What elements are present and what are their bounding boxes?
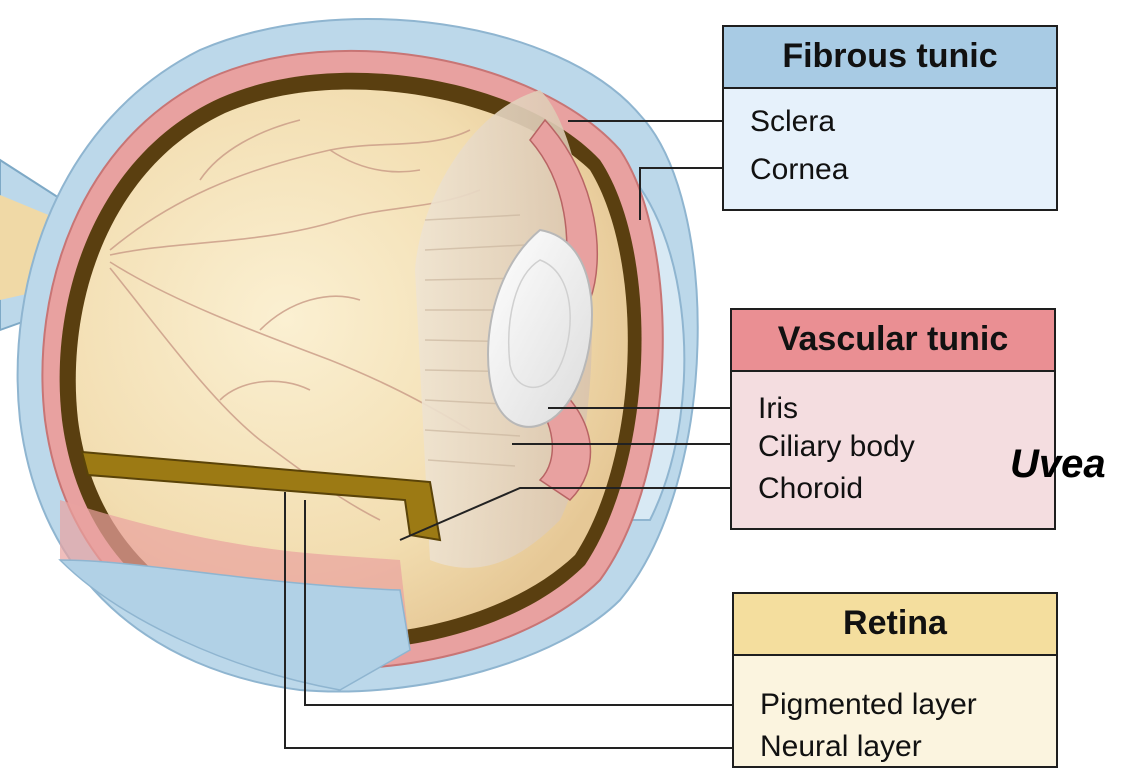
- label-pigmented-layer: Pigmented layer: [760, 690, 977, 720]
- label-choroid: Choroid: [758, 474, 863, 504]
- fibrous-tunic-box: Fibrous tunic Sclera Cornea: [722, 25, 1058, 211]
- fibrous-tunic-title: Fibrous tunic: [724, 27, 1056, 89]
- label-cornea: Cornea: [750, 155, 848, 185]
- label-iris: Iris: [758, 394, 798, 424]
- vascular-tunic-box: Vascular tunic Iris Ciliary body Choroid: [730, 308, 1056, 530]
- uvea-label: Uvea: [1010, 442, 1106, 487]
- retina-title: Retina: [734, 594, 1056, 656]
- vascular-tunic-title: Vascular tunic: [732, 310, 1054, 372]
- retina-box: Retina Pigmented layer Neural layer: [732, 592, 1058, 768]
- label-sclera: Sclera: [750, 107, 835, 137]
- label-neural-layer: Neural layer: [760, 732, 922, 762]
- label-ciliary-body: Ciliary body: [758, 432, 915, 462]
